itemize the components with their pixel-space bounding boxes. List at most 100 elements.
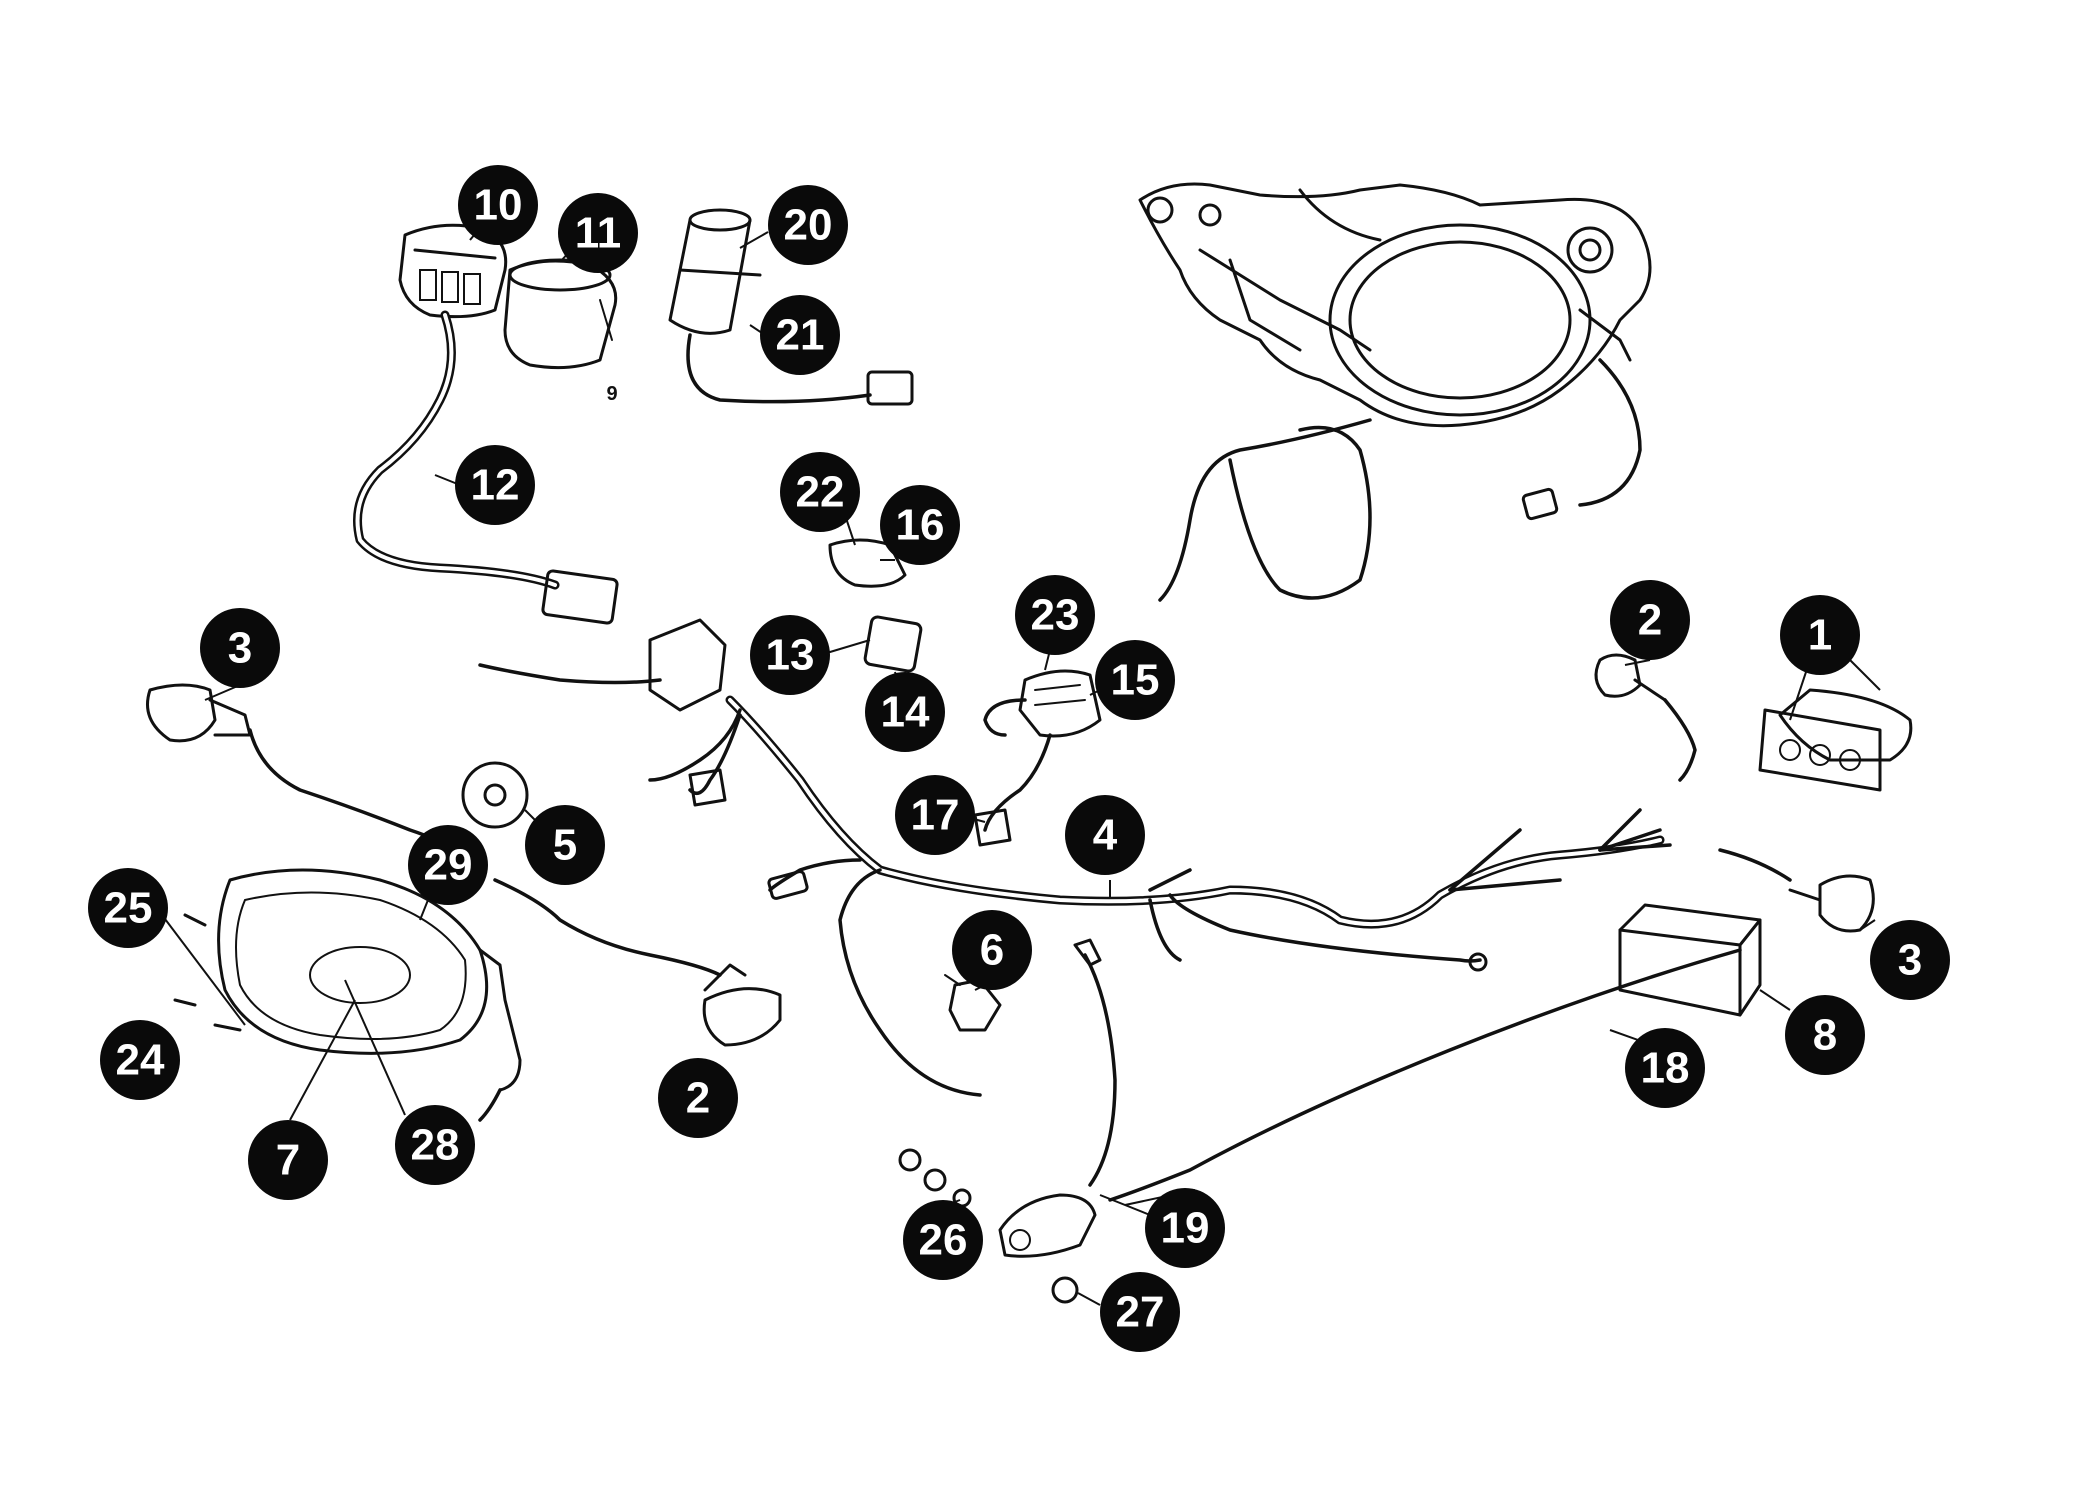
harness-connector-block	[648, 618, 727, 712]
callout-7: 7	[248, 1120, 328, 1200]
svg-text:22: 22	[796, 468, 845, 517]
callout-1: 1	[1780, 595, 1860, 675]
svg-text:16: 16	[896, 501, 945, 550]
stator-wire-loop	[1228, 425, 1372, 600]
svg-text:17: 17	[911, 791, 960, 840]
turn-signal-wire-right-rear	[1718, 848, 1792, 882]
harness-branch-g	[1148, 868, 1192, 892]
harness-connector-small	[767, 870, 809, 900]
svg-text:28: 28	[411, 1121, 460, 1170]
cable-end-top	[1073, 938, 1102, 967]
callout-25: 25	[88, 868, 168, 948]
callout-16: 16	[880, 485, 960, 565]
starter-cable	[1083, 953, 1117, 1187]
harness-branch-c	[768, 858, 862, 892]
turn-signal-wire-left	[248, 728, 457, 852]
screw-24b	[173, 998, 197, 1007]
svg-text:10: 10	[474, 181, 523, 230]
callout-26: 26	[903, 1200, 983, 1280]
callout-3-right: 3	[1870, 920, 1950, 1000]
engine-outline	[1138, 182, 1652, 428]
regulator-rectifier	[1018, 669, 1102, 738]
starter-relay	[998, 1193, 1097, 1258]
turn-signal-right-rear	[1788, 874, 1875, 933]
coil-connector	[866, 370, 914, 406]
turn-signal-left-front	[146, 683, 252, 743]
svg-text:15: 15	[1111, 656, 1160, 705]
callout-21: 21	[760, 295, 840, 375]
screw-25	[183, 913, 207, 927]
turn-signal-left-rear	[702, 963, 782, 1047]
cluster-wire	[353, 310, 560, 590]
callout-8: 8	[1785, 995, 1865, 1075]
svg-text:1: 1	[1808, 611, 1832, 660]
callout-24: 24	[100, 1020, 180, 1100]
turn-signal-right-front	[1594, 653, 1667, 702]
callout-4: 4	[1065, 795, 1145, 875]
callout-2-right: 2	[1610, 580, 1690, 660]
battery	[1618, 903, 1762, 1017]
svg-text:21: 21	[776, 311, 825, 360]
svg-text:14: 14	[881, 688, 930, 737]
svg-text:3: 3	[228, 624, 252, 673]
battery-cable	[1108, 948, 1742, 1202]
harness-connector-bottom	[688, 768, 727, 807]
callout-6: 6	[952, 910, 1032, 990]
callout-12: 12	[455, 445, 535, 525]
harness-branch-a	[648, 708, 742, 782]
svg-text:12: 12	[471, 461, 520, 510]
ignition-coil	[668, 208, 762, 335]
callout-22: 22	[780, 452, 860, 532]
turn-signal-wire-right-front	[1663, 698, 1697, 782]
svg-text:8: 8	[1813, 1011, 1837, 1060]
svg-text:19: 19	[1161, 1204, 1210, 1253]
harness-branch-f	[1168, 893, 1482, 963]
headlight-wire	[478, 1088, 502, 1122]
svg-text:20: 20	[784, 201, 833, 250]
svg-text:3: 3	[1898, 936, 1922, 985]
callout-5: 5	[525, 805, 605, 885]
callout-28: 28	[395, 1105, 475, 1185]
callouts: 10 11 20 21 12 22 16 2 3 13 14 15 3 2 1 1…	[88, 165, 1950, 1352]
switch-17	[973, 808, 1012, 847]
rectifier-wire-2	[983, 698, 1027, 737]
main-harness	[725, 695, 1665, 929]
rectifier-wire	[983, 733, 1052, 832]
harness-end-1	[1448, 828, 1522, 892]
relay	[863, 615, 923, 673]
washer-26b	[923, 1168, 947, 1192]
svg-text:27: 27	[1116, 1288, 1165, 1337]
svg-text:2: 2	[1638, 596, 1662, 645]
svg-text:24: 24	[116, 1036, 165, 1085]
svg-text:2: 2	[686, 1074, 710, 1123]
svg-text:18: 18	[1641, 1044, 1690, 1093]
leader-lines	[161, 209, 1881, 1306]
callout-17: 17	[895, 775, 975, 855]
svg-text:4: 4	[1093, 811, 1118, 860]
cluster-connector	[541, 569, 619, 625]
callout-13: 13	[750, 615, 830, 695]
harness-end-4	[1598, 828, 1662, 852]
svg-text:11: 11	[575, 209, 622, 258]
svg-text:7: 7	[276, 1136, 300, 1185]
callout-27: 27	[1100, 1272, 1180, 1352]
turn-signal-wire-left-rear	[493, 878, 722, 977]
callout-10: 10	[458, 165, 538, 245]
tail-light	[1758, 688, 1913, 792]
callout-14: 14	[865, 672, 945, 752]
callout-2-left: 2	[658, 1058, 738, 1138]
callout-29: 29	[408, 825, 488, 905]
sensor-connector	[1521, 487, 1559, 521]
svg-text:13: 13	[766, 631, 815, 680]
svg-text:5: 5	[553, 821, 577, 870]
coil-wire	[686, 333, 872, 404]
headlight	[217, 868, 522, 1092]
svg-text:25: 25	[104, 884, 153, 933]
stator-wire	[1158, 418, 1372, 602]
callout-18: 18	[1625, 1028, 1705, 1108]
svg-text:6: 6	[980, 926, 1004, 975]
callout-20: 20	[768, 185, 848, 265]
harness-branch-left	[478, 663, 662, 685]
harness-eyelet	[1468, 952, 1488, 972]
